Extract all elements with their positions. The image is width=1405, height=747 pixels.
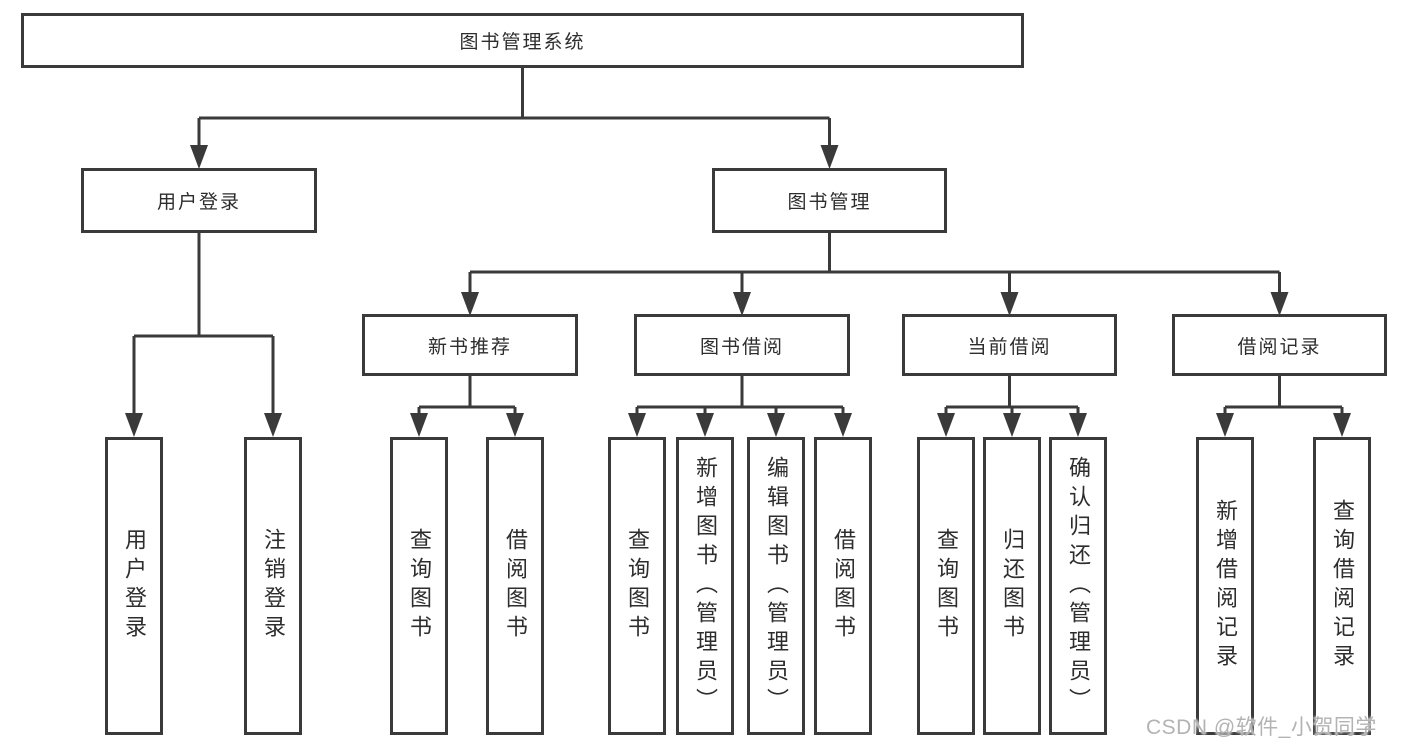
leaf-borrowing-edit-books-admin: 编辑图书（管理员） — [747, 437, 805, 735]
node-current-borrowing: 当前借阅 — [902, 314, 1117, 376]
csdn-watermark: CSDN @软件_小贺同学 — [1146, 716, 1377, 739]
node-new-book-recommend: 新书推荐 — [362, 314, 578, 376]
leaf-current-return-books: 归还图书 — [983, 437, 1041, 735]
leaf-records-add-record: 新增借阅记录 — [1196, 437, 1254, 735]
leaf-new-book-query-books: 查询图书 — [390, 437, 448, 735]
leaf-records-query-record: 查询借阅记录 — [1313, 437, 1371, 735]
node-root: 图书管理系统 — [21, 13, 1024, 68]
leaf-borrowing-query-books: 查询图书 — [608, 437, 666, 735]
leaf-current-query-books: 查询图书 — [917, 437, 975, 735]
leaf-new-book-borrow-books: 借阅图书 — [486, 437, 544, 735]
node-book-management: 图书管理 — [712, 168, 947, 233]
leaf-borrowing-borrow-books: 借阅图书 — [814, 437, 872, 735]
node-book-borrowing: 图书借阅 — [634, 314, 850, 376]
node-user-login: 用户登录 — [81, 168, 317, 233]
leaf-logout: 注销登录 — [244, 437, 302, 735]
leaf-borrowing-add-books-admin: 新增图书（管理员） — [676, 437, 734, 735]
leaf-current-confirm-return-admin: 确认归还（管理员） — [1049, 437, 1107, 735]
node-borrowing-records: 借阅记录 — [1172, 314, 1387, 376]
leaf-user-login: 用户登录 — [105, 437, 163, 735]
